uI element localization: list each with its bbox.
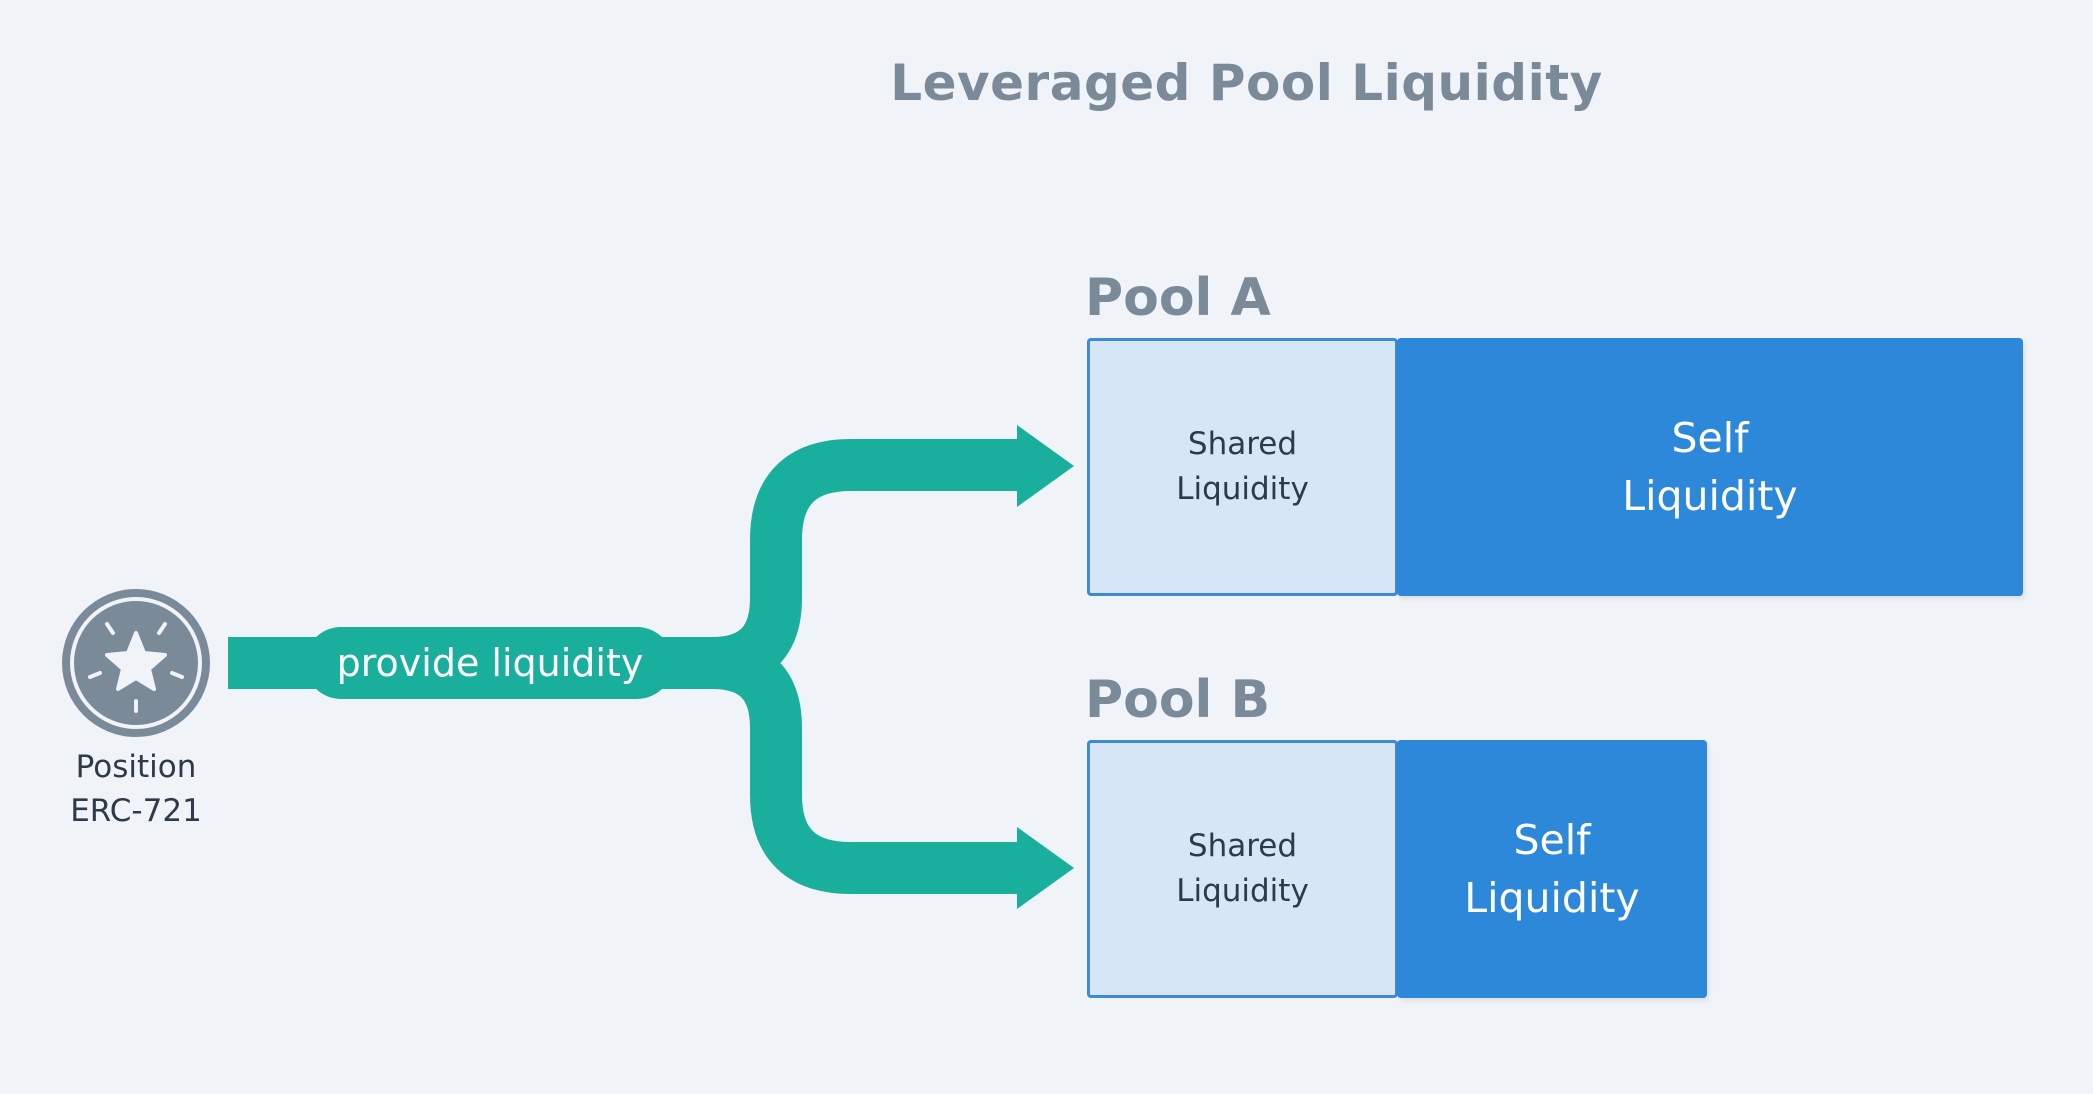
position-erc721-label: Position ERC-721 (70, 749, 202, 829)
pool-a-title: Pool A (1085, 268, 1271, 328)
pool-b-title: Pool B (1085, 670, 1271, 730)
arrowhead-pool-b (1017, 827, 1074, 909)
diagram-title: Leveraged Pool Liquidity (890, 54, 1603, 112)
pool-b-shared-liquidity: Shared Liquidity (1087, 740, 1398, 998)
pool-a-shared-liquidity: Shared Liquidity (1087, 338, 1398, 596)
flow-branch-lower (710, 637, 1030, 894)
arrowhead-pool-a (1017, 425, 1074, 507)
pool-a-self-liquidity: Self Liquidity (1397, 338, 2023, 596)
flow-branch-upper (710, 439, 1030, 689)
flow-label-pill (305, 627, 673, 699)
pool-b-self-liquidity: Self Liquidity (1397, 740, 1707, 998)
star-badge-icon (62, 589, 210, 737)
provide-liquidity-label: provide liquidity (336, 641, 644, 685)
